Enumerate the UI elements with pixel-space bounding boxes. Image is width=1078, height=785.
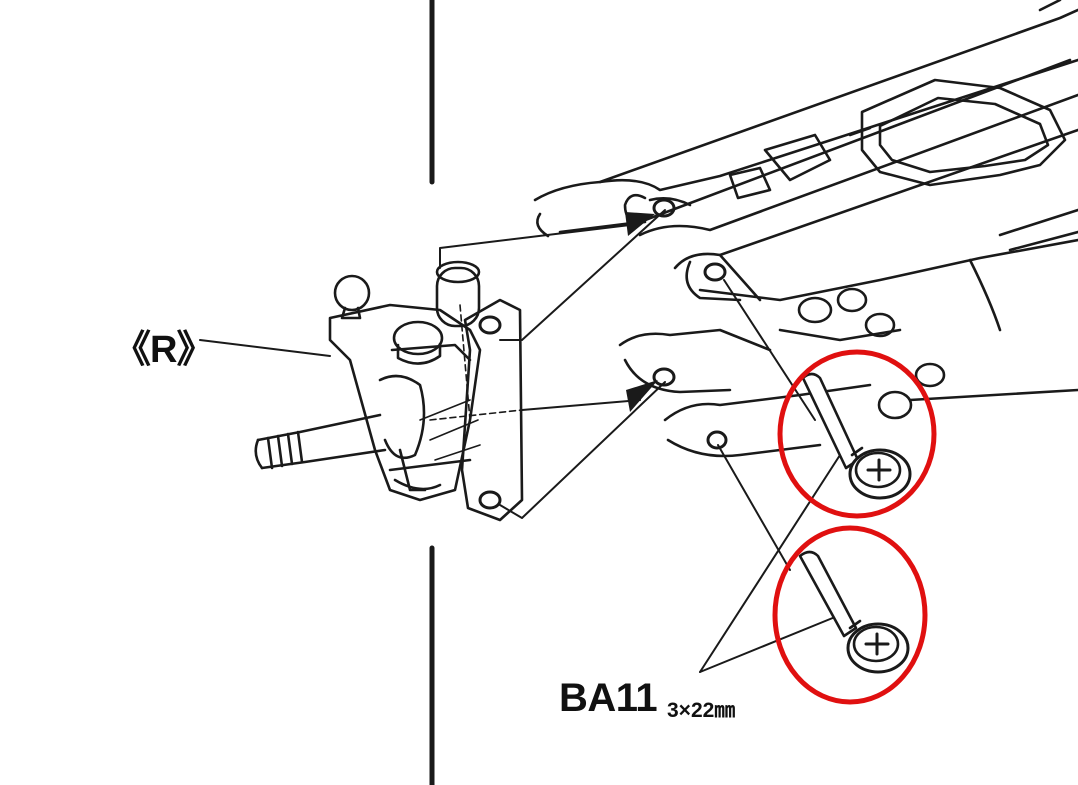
part-size: 3×22㎜ <box>667 699 736 722</box>
highlight-circle-upper <box>777 349 937 519</box>
leader-lines <box>199 209 841 673</box>
arrow-heads <box>625 212 658 412</box>
hub-carrier <box>254 260 524 522</box>
suspension-arm <box>533 0 1078 458</box>
screw-icon <box>798 550 910 674</box>
side-label: 《R》 <box>113 329 214 371</box>
highlight-circle-lower <box>772 525 928 705</box>
highlight-circles <box>772 349 937 705</box>
alignment-guides <box>429 304 523 421</box>
part-code: BA11 <box>559 676 658 720</box>
screw-icon <box>801 372 912 500</box>
